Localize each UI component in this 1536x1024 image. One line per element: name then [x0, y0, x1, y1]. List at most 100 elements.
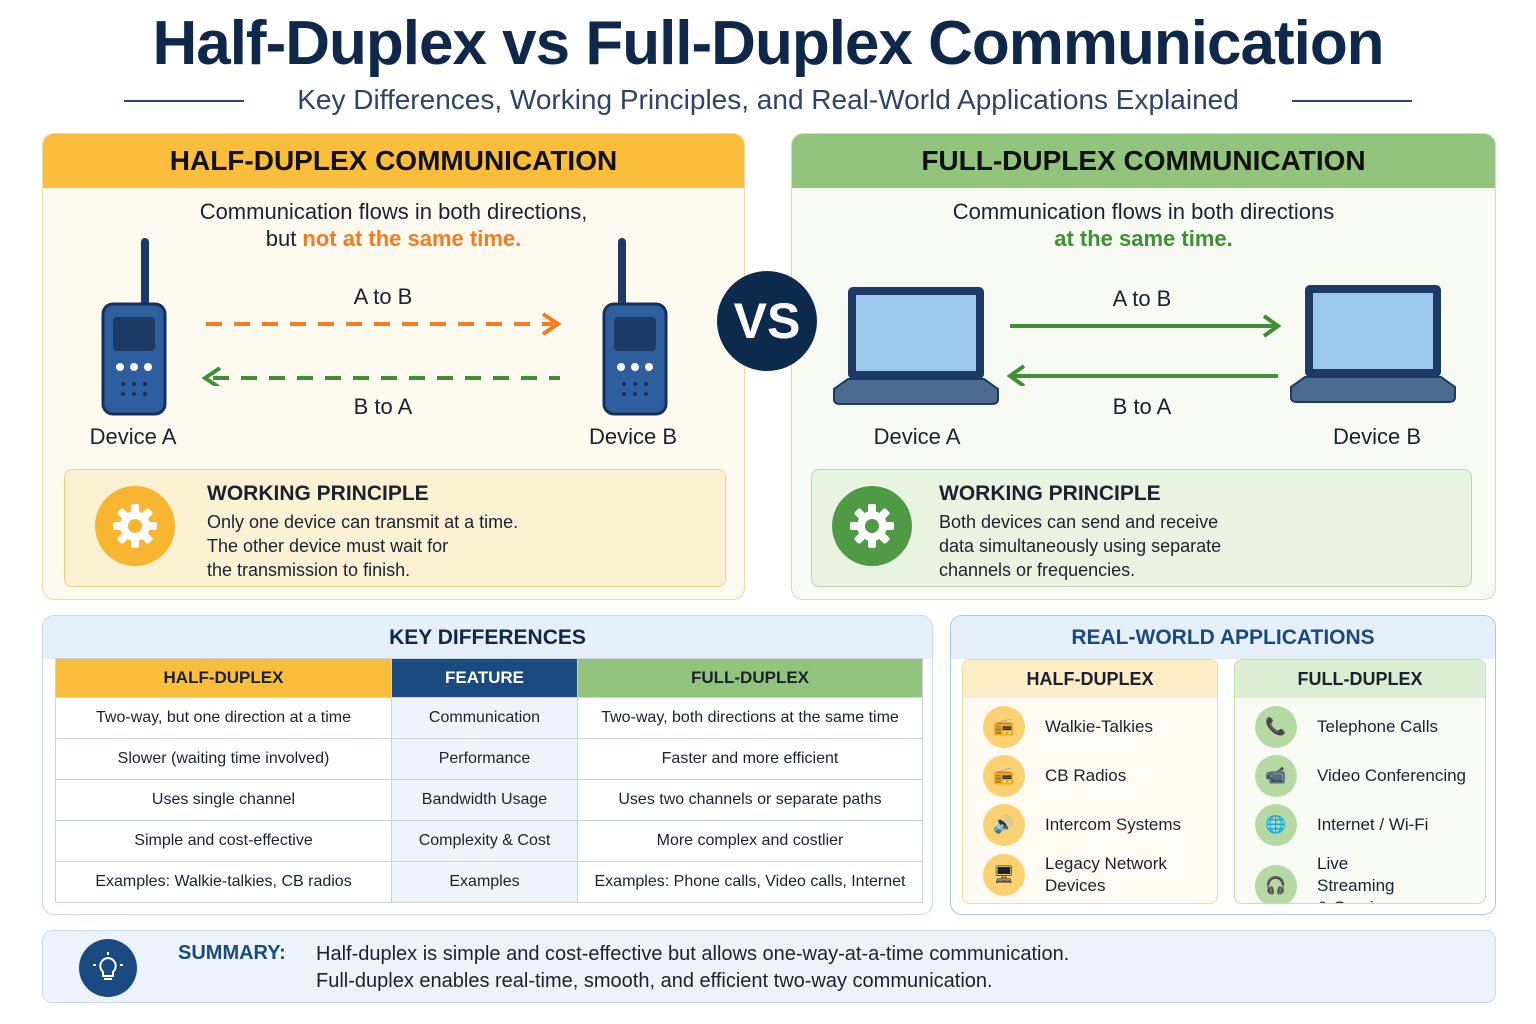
description-line: Communication flows in both directions: [952, 199, 1335, 224]
summary-text: Half-duplex is simple and cost-effective…: [316, 941, 1069, 995]
text-line: Only one device can transmit at a time.: [207, 512, 519, 532]
working-principle-text: Only one device can transmit at a time.T…: [207, 510, 518, 582]
list-item: 🖥Legacy Network Devices: [983, 853, 1183, 897]
table-cell: Uses two channels or separate paths: [577, 779, 923, 821]
list-item: 📹 Video Conferencing: [1255, 755, 1466, 797]
summary-label: SUMMARY:: [178, 942, 286, 964]
table-cell: Examples: [391, 861, 578, 903]
vs-badge: VS: [717, 271, 817, 371]
list-item: 🌐 Internet / Wi-Fi: [1255, 804, 1428, 846]
full-duplex-arrows: [1006, 314, 1282, 386]
walkie-talkie-icon: 📻: [983, 706, 1025, 748]
section-title: REAL-WORLD APPLICATIONS: [951, 616, 1495, 659]
table-cell: Uses single channel: [55, 779, 392, 821]
gear-icon: [95, 486, 175, 566]
apps-header: HALF-DUPLEX: [963, 660, 1217, 698]
half-duplex-panel: HALF-DUPLEX COMMUNICATION Communication …: [42, 133, 745, 600]
item-label: Internet / Wi-Fi: [1317, 815, 1429, 834]
text-line: channels or frequencies.: [939, 560, 1136, 580]
half-duplex-arrows: [201, 312, 562, 386]
device-b-label: Device B: [588, 424, 678, 449]
headset-icon: 🎧: [1255, 865, 1297, 903]
intercom-icon: 🔊: [983, 804, 1025, 846]
device-b-label: Device B: [1332, 424, 1422, 449]
table-cell: Two-way, but one direction at a time: [55, 697, 392, 739]
panel-header: HALF-DUPLEX COMMUNICATION: [43, 134, 744, 188]
column-header: FEATURE: [391, 658, 578, 698]
globe-icon: 🌐: [1255, 804, 1297, 846]
description-line: Communication flows in both directions,: [199, 199, 588, 224]
working-principle-title: WORKING PRINCIPLE: [939, 482, 1161, 505]
working-principle-title: WORKING PRINCIPLE: [207, 482, 429, 505]
table-cell: Communication: [391, 697, 578, 739]
walkie-talkie-icon: [602, 238, 668, 416]
walkie-talkie-icon: [101, 238, 167, 416]
list-item: 🔊 Intercom Systems: [983, 804, 1181, 846]
list-item: 📻 CB Radios: [983, 755, 1126, 797]
page-subtitle: Key Differences, Working Principles, and…: [297, 84, 1239, 115]
item-label: Intercom Systems: [1045, 815, 1182, 834]
device-a-label: Device A: [873, 424, 961, 449]
apps-header: FULL-DUPLEX: [1235, 660, 1485, 698]
device-a-label: Device A: [89, 424, 177, 449]
half-duplex-apps: HALF-DUPLEX 📻 Walkie-Talkies 📻 CB Radios 🔊…: [962, 659, 1218, 904]
lightbulb-icon: [79, 939, 137, 997]
b-to-a-label: B to A: [1112, 394, 1172, 419]
item-label: Walkie-Talkies: [1045, 717, 1154, 736]
laptop-icon: [833, 287, 999, 405]
table-cell: Performance: [391, 738, 578, 780]
table-cell: Examples: Phone calls, Video calls, Inte…: [577, 861, 923, 903]
table-cell: Examples: Walkie-talkies, CB radios: [55, 861, 392, 903]
description: Communication flows in both directions,b…: [43, 198, 744, 252]
summary-line: Half-duplex is simple and cost-effective…: [316, 943, 1070, 965]
text-line: the transmission to finish.: [207, 560, 411, 580]
page-title: Half-Duplex vs Full-Duplex Communication: [152, 9, 1384, 78]
column-header: FULL-DUPLEX: [577, 658, 923, 698]
a-to-b-label: A to B: [353, 284, 413, 309]
full-duplex-apps: FULL-DUPLEX 📞 Telephone Calls 📹 Video Conf…: [1234, 659, 1486, 904]
item-label: Telephone Calls: [1317, 717, 1438, 736]
video-camera-icon: 📹: [1255, 755, 1297, 797]
item-label: Legacy Network Devices: [1045, 854, 1167, 895]
divider: [124, 100, 244, 102]
section-title: KEY DIFFERENCES: [43, 616, 932, 659]
working-principle-box: WORKING PRINCIPLE Only one device can tr…: [64, 469, 726, 587]
full-duplex-panel: FULL-DUPLEX COMMUNICATION Communication …: [791, 133, 1496, 600]
highlight-text: at the same time.: [1054, 226, 1233, 251]
table-cell: More complex and costlier: [577, 820, 923, 862]
working-principle-box: WORKING PRINCIPLE Both devices can send …: [811, 469, 1472, 587]
a-to-b-label: A to B: [1112, 286, 1172, 311]
text: but: [265, 226, 303, 251]
item-label: CB Radios: [1045, 766, 1127, 785]
description-line: but not at the same time.: [43, 225, 744, 252]
applications-panel: REAL-WORLD APPLICATIONS HALF-DUPLEX 📻 Wal…: [950, 615, 1496, 915]
radio-icon: 📻: [983, 755, 1025, 797]
list-item: 🎧 Live Streaming & Gaming: [1255, 853, 1405, 903]
table-cell: Complexity & Cost: [391, 820, 578, 862]
column-header: HALF-DUPLEX: [55, 658, 392, 698]
table-cell: Slower (waiting time involved): [55, 738, 392, 780]
list-item: 📞 Telephone Calls: [1255, 706, 1438, 748]
table-cell: Bandwidth Usage: [391, 779, 578, 821]
item-label: Video Conferencing: [1317, 766, 1467, 785]
phone-icon: 📞: [1255, 706, 1297, 748]
item-label: Live Streaming & Gaming: [1317, 854, 1395, 903]
divider: [1292, 100, 1412, 102]
text-line: data simultaneously using separate: [939, 536, 1222, 556]
summary-line: Full-duplex enables real-time, smooth, a…: [316, 970, 993, 992]
gear-icon: [832, 486, 912, 566]
table-cell: Simple and cost-effective: [55, 820, 392, 862]
highlight-text: not at the same time.: [302, 226, 522, 251]
table-cell: Faster and more efficient: [577, 738, 923, 780]
list-item: 📻 Walkie-Talkies: [983, 706, 1153, 748]
table-cell: Two-way, both directions at the same tim…: [577, 697, 923, 739]
